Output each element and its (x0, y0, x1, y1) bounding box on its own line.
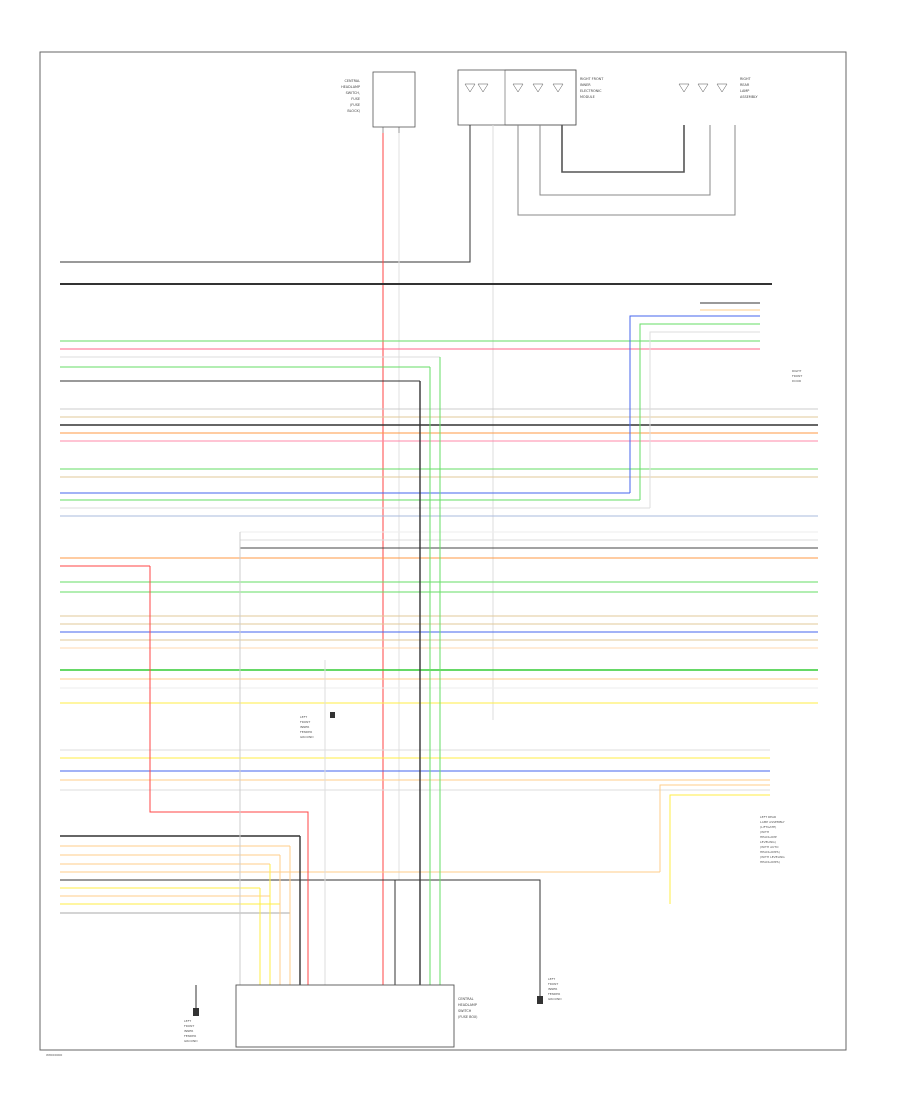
ground-center-label-5: GROUND (300, 735, 314, 739)
ground-bottom-left: LEFT FRONT INNER FENDER GROUND (184, 985, 199, 1043)
ground-right-label-1: LEFT (548, 977, 555, 981)
top-center-label-3: SWITCH, (346, 91, 360, 95)
rear-lamp-label-4: ASSEMBLY (740, 95, 758, 99)
ground-right-label-5: GROUND (548, 997, 562, 1001)
connector-note-3: SWITCH (458, 1009, 472, 1013)
top-center-label-6: BLOCK) (347, 109, 360, 113)
right-front-module: RIGHT FRONT INNER ELECTRONIC MODULE (457, 69, 604, 126)
connector-note-1: CENTRAL (458, 997, 474, 1001)
ground-left-label-1: LEFT (184, 1019, 191, 1023)
connector-note-4: (FUSE BOX) (458, 1015, 478, 1019)
right-mid-label-3: DOOR (792, 379, 801, 383)
lower-right-label-1: LEFT REAR (760, 815, 776, 819)
top-center-label-1: CENTRAL (344, 79, 360, 83)
right-mid-labels: RIGHT FRONT DOOR (792, 369, 802, 383)
central-switch-component: CENTRAL HEADLAMP SWITCH, FUSE (FUSE BLOC… (341, 71, 416, 133)
ground-center-label-3: INNER (300, 725, 309, 729)
lower-right-label-8: HEADLAMPS) (760, 850, 780, 854)
lower-right-label-3: (LIFTGATE) (760, 825, 776, 829)
right-feed-wires (629, 302, 770, 904)
lower-right-label-4: (WITH (760, 830, 769, 834)
lower-right-labels: LEFT REAR LAMP ASSEMBLY (LIFTGATE) (WITH… (760, 815, 785, 864)
lower-right-label-2: LAMP ASSEMBLY (760, 820, 785, 824)
lower-right-label-10: HEADLAMPS) (760, 860, 780, 864)
right-module-label-4: MODULE (580, 95, 595, 99)
rear-lamp-label-1: RIGHT (740, 77, 752, 81)
lower-right-label-7: (WITH AUTO (760, 845, 779, 849)
right-mid-label-2: FRONT (792, 374, 802, 378)
lower-right-label-9: (WITH LEVELING (760, 855, 785, 859)
top-center-label-4: FUSE (351, 97, 360, 101)
ground-center: LEFT FRONT INNER FENDER GROUND (300, 712, 335, 739)
right-module-label-3: ELECTRONIC (580, 89, 602, 93)
ground-center-label-4: FENDER (300, 730, 312, 734)
rear-lamp-label-2: REAR (740, 83, 750, 87)
ground-center-label-2: FRONT (300, 720, 310, 724)
ground-left-label-4: FENDER (184, 1034, 196, 1038)
rear-lamp-label-3: LAMP (740, 89, 749, 93)
ground-bottom-right: LEFT FRONT INNER FENDER GROUND (537, 977, 562, 1004)
top-interconnect-wires (60, 125, 736, 720)
ground-right-label-2: FRONT (548, 982, 558, 986)
ground-center-label-1: LEFT (300, 715, 307, 719)
ground-right-label-3: INNER (548, 987, 557, 991)
ground-left-label-3: INNER (184, 1029, 193, 1033)
right-rear-lamp: RIGHT REAR LAMP ASSEMBLY (678, 77, 758, 99)
right-mid-label-1: RIGHT (792, 369, 802, 373)
right-module-label-1: RIGHT FRONT (580, 77, 604, 81)
right-module-label-2: INNER (580, 83, 591, 87)
connector-note-2: HEADLAMP (458, 1003, 477, 1007)
ground-left-label-2: FRONT (184, 1024, 194, 1028)
top-center-label-5: (FUSE (350, 103, 360, 107)
vertical-drop-wires (149, 357, 541, 1000)
diagram-frame (39, 51, 847, 1051)
lower-right-label-6: LEVELING) (760, 840, 776, 844)
horizontal-wires (60, 340, 818, 914)
figure-code: W8000000 (46, 1053, 62, 1057)
ground-left-label-5: GROUND (184, 1039, 198, 1043)
lower-right-label-5: HEADLAMP (760, 835, 777, 839)
ground-right-label-4: FENDER (548, 992, 560, 996)
bottom-connector: CENTRAL HEADLAMP SWITCH (FUSE BOX) (235, 984, 478, 1048)
top-center-label-2: HEADLAMP (341, 85, 360, 89)
